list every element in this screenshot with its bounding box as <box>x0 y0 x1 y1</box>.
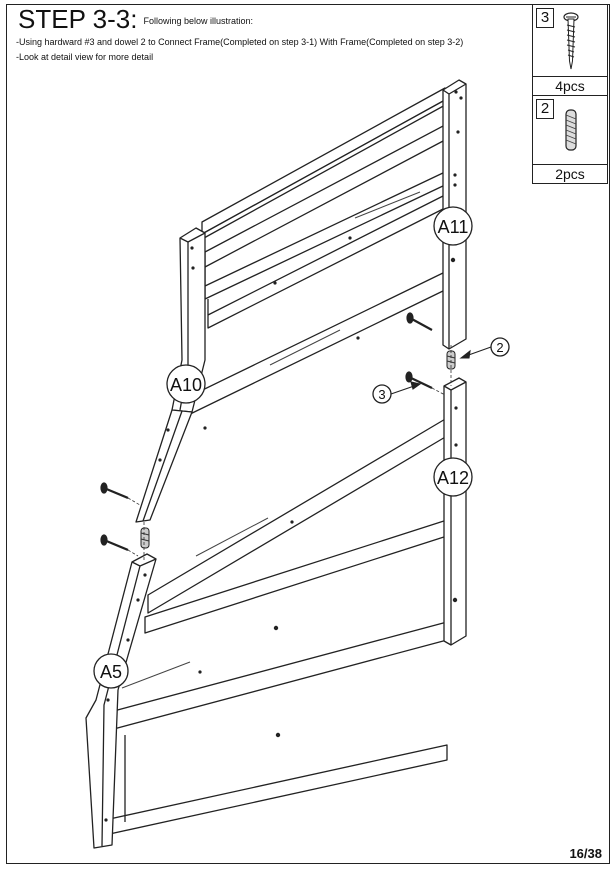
callout-screw <box>372 384 392 404</box>
step-title-text: STEP 3-3: <box>18 4 138 34</box>
callout-a10 <box>166 364 206 404</box>
screw-icon <box>405 371 433 389</box>
hardware-quantity: 4pcs <box>533 76 607 95</box>
step-subtitle: Following below illustration: <box>143 16 254 27</box>
dowel-icon <box>565 109 577 151</box>
post-a5 <box>85 553 157 849</box>
screw-icon <box>100 482 129 500</box>
post-a12 <box>443 377 467 646</box>
post-a10-leg <box>135 409 193 523</box>
label-a5: A5 <box>100 662 122 682</box>
instruction-line-1: -Using hardward #3 and dowel 2 to Connec… <box>16 37 464 47</box>
lower-rail <box>109 621 448 731</box>
hardware-number: 3 <box>536 8 554 28</box>
label-a11: A11 <box>438 217 469 237</box>
label-screw: 3 <box>378 387 385 402</box>
upper-slat <box>201 87 446 235</box>
screw-icon <box>563 12 579 70</box>
page-number: 16/38 <box>569 846 602 861</box>
screw-hardware <box>100 312 433 552</box>
dowel-icon <box>140 527 150 549</box>
label-a10: A10 <box>170 375 202 395</box>
callout-a11 <box>433 206 473 246</box>
callout-dowel <box>490 337 510 357</box>
dowel-hardware <box>140 350 456 549</box>
lower-bottom-rail <box>104 744 448 836</box>
step-title: STEP 3-3: Following below illustration: <box>18 4 253 36</box>
screw-icon <box>406 312 433 331</box>
hardware-box-dowel: 2 2pcs <box>532 95 608 184</box>
hardware-box-screw: 3 4pcs <box>532 4 608 96</box>
upper-rail <box>181 271 446 419</box>
instruction-line-2: -Look at detail view for more detail <box>16 52 154 62</box>
callout-a12 <box>433 457 473 497</box>
page-frame <box>6 4 610 864</box>
label-dowel: 2 <box>496 340 503 355</box>
hardware-quantity: 2pcs <box>533 164 607 183</box>
label-a12: A12 <box>437 468 469 488</box>
callout-a5 <box>93 653 129 689</box>
hardware-number: 2 <box>536 99 554 119</box>
screw-icon <box>100 534 129 552</box>
